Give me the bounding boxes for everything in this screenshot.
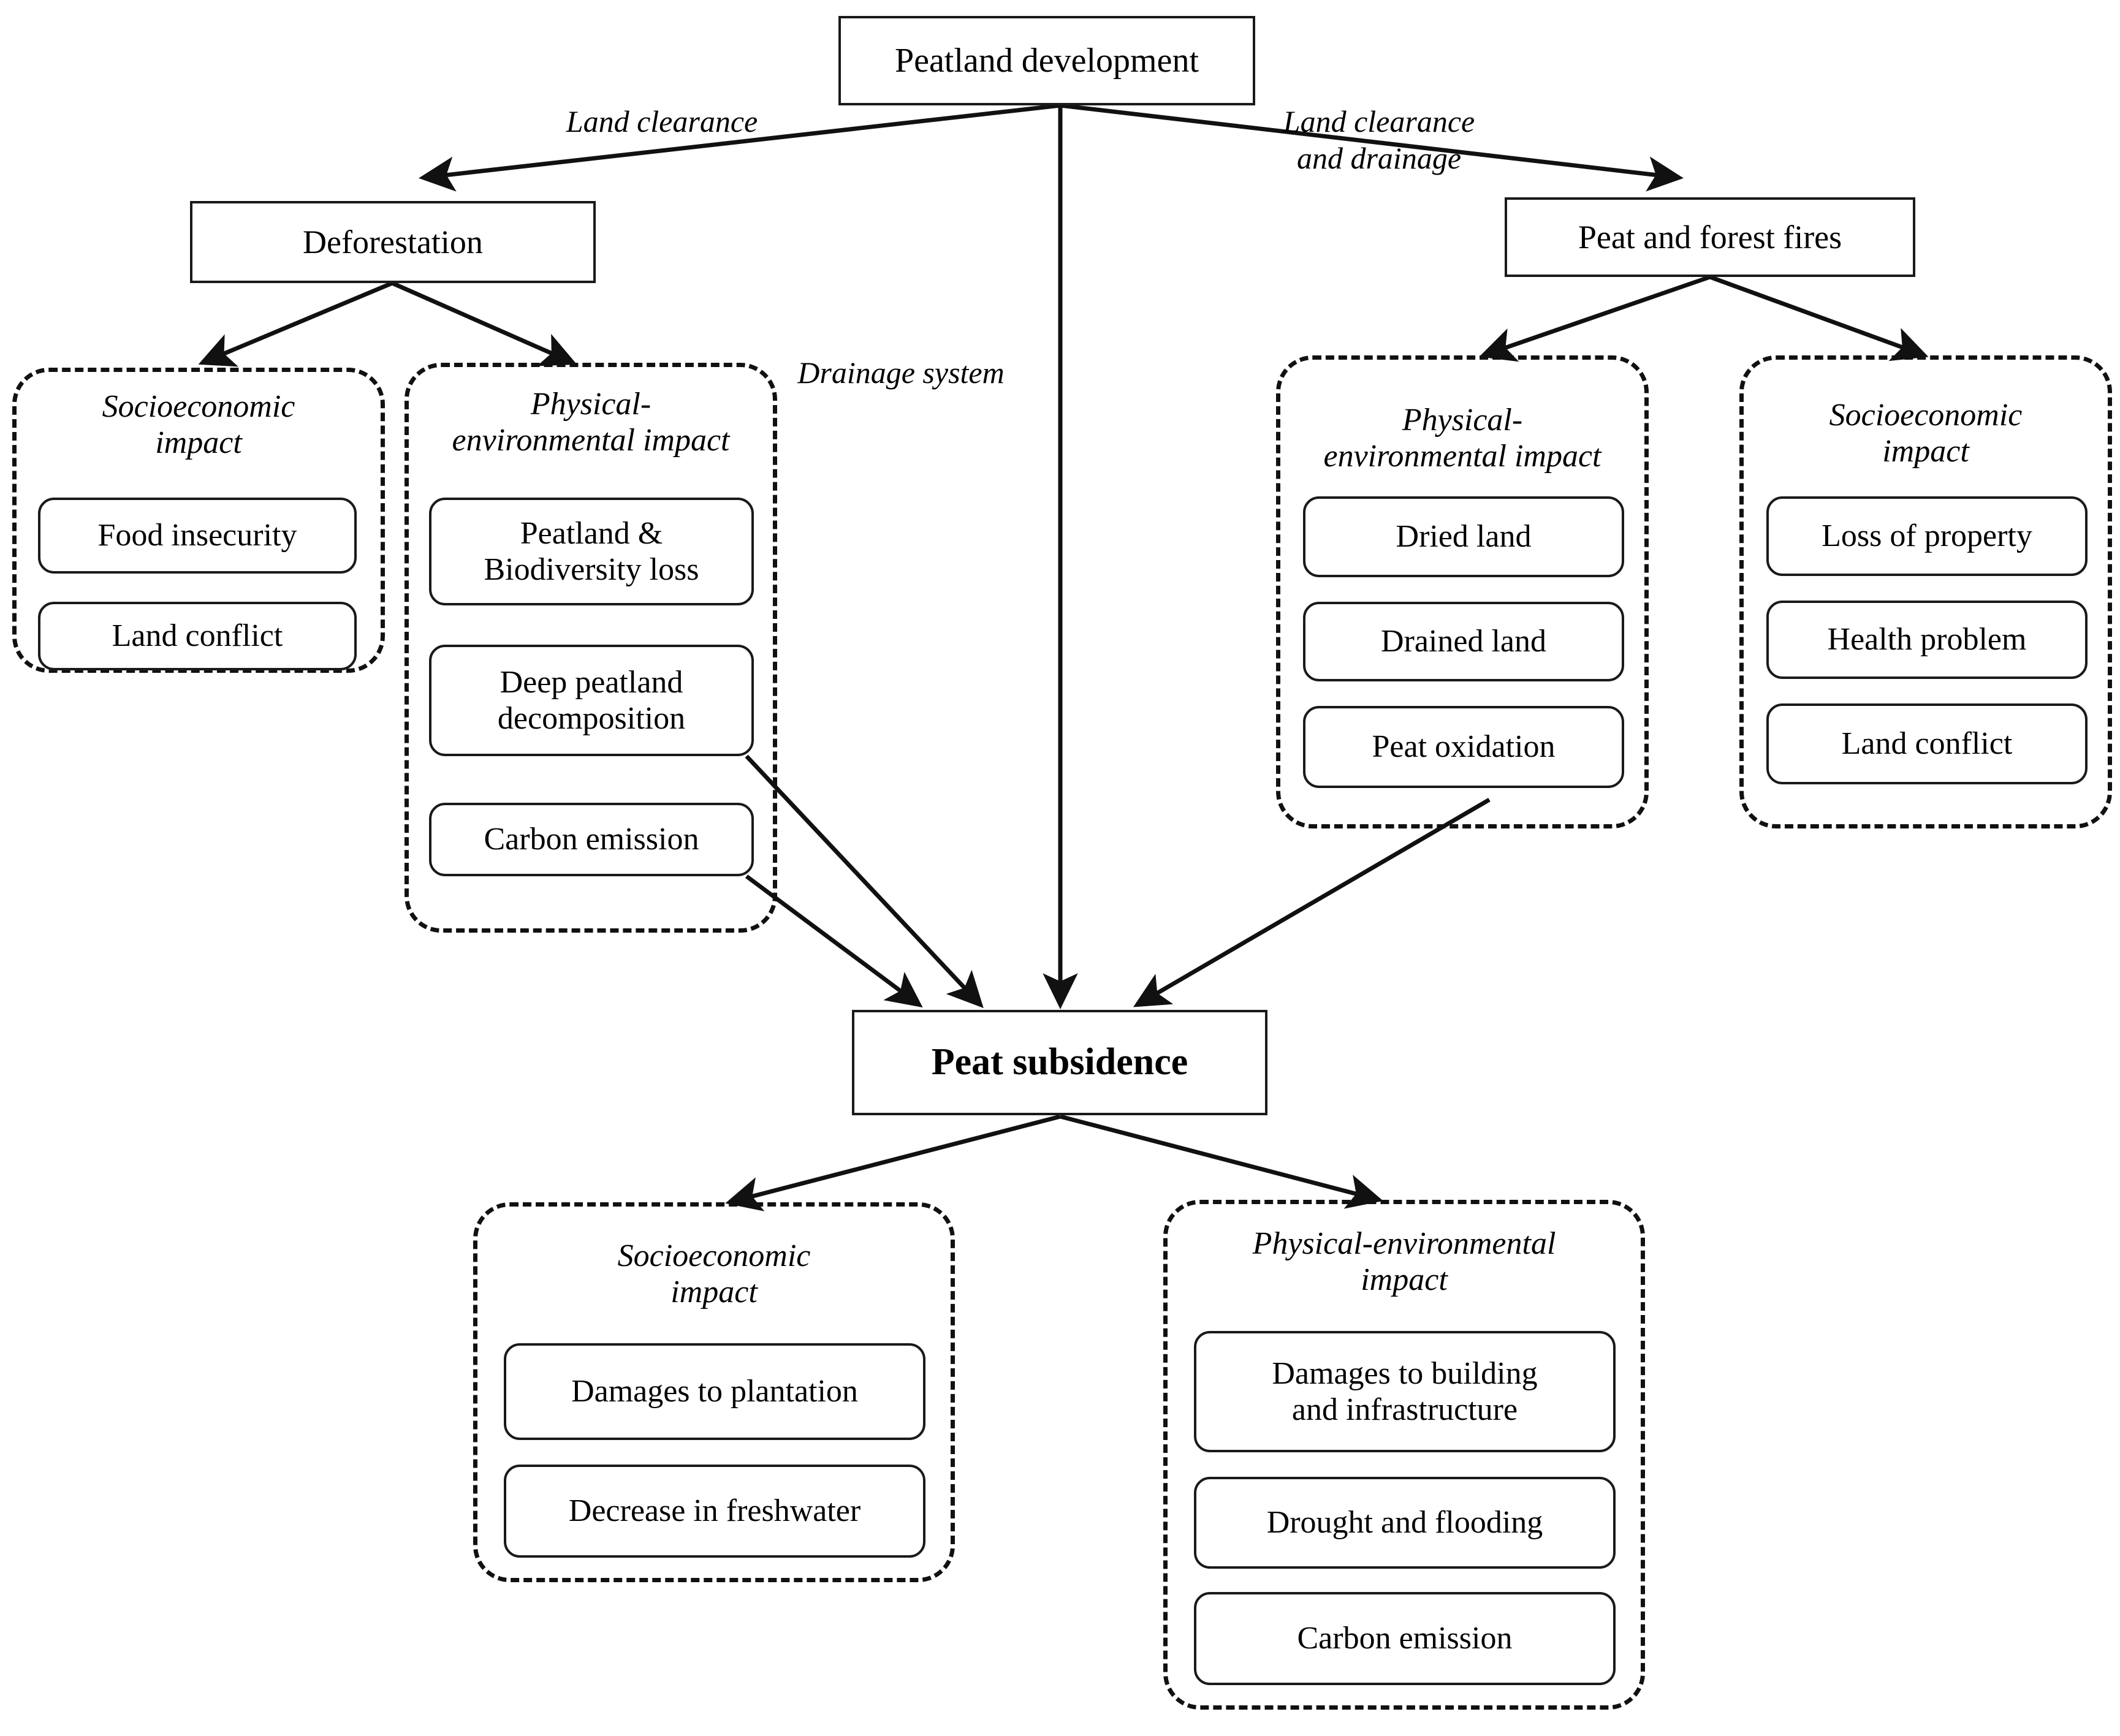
edge-deforestation-to-socioeconomic	[198, 281, 393, 367]
item-peat-oxidation[interactable]: Peat oxidation	[1303, 706, 1624, 788]
item-carbon-emission-subsidence[interactable]: Carbon emission	[1194, 1592, 1616, 1685]
group-subsidence-physical	[1163, 1200, 1645, 1710]
edge-subsidence-to-socioeconomic	[725, 1114, 1061, 1211]
item-drought-and-flooding[interactable]: Drought and flooding	[1194, 1477, 1616, 1569]
item-carbon-emission-deforestation[interactable]: Carbon emission	[429, 803, 754, 876]
group-deforestation-socioeconomic	[12, 368, 385, 673]
item-land-conflict-fires[interactable]: Land conflict	[1766, 703, 2088, 784]
edge-decomposition-to-subsidence	[745, 754, 984, 1009]
edge-label-land-clearance-drainage: Land clearance and drainage	[1283, 104, 1475, 175]
item-damages-to-plantation[interactable]: Damages to plantation	[504, 1343, 925, 1440]
node-peat-subsidence[interactable]: Peat subsidence	[852, 1010, 1267, 1115]
group-title-fires-physical: Physical- environmental impact	[1323, 403, 1601, 474]
group-title-fires-socioeconomic: Socioeconomic impact	[1829, 398, 2023, 469]
edge-label-drainage-system: Drainage system	[797, 355, 1005, 390]
group-title-deforestation-socioeconomic: Socioeconomic impact	[102, 389, 295, 461]
group-title-subsidence-physical: Physical-environmental impact	[1252, 1226, 1556, 1298]
group-title-deforestation-physical: Physical- environmental impact	[452, 387, 730, 458]
item-food-insecurity[interactable]: Food insecurity	[38, 498, 357, 574]
item-peatland-biodiversity-loss[interactable]: Peatland & Biodiversity loss	[429, 498, 754, 605]
group-deforestation-physical	[405, 363, 777, 933]
edge-oxidation-to-subsidence	[1133, 797, 1491, 1007]
node-deforestation[interactable]: Deforestation	[190, 201, 596, 283]
node-peat-and-forest-fires[interactable]: Peat and forest fires	[1505, 197, 1915, 277]
group-title-subsidence-socioeconomic: Socioeconomic impact	[617, 1238, 811, 1310]
edge-label-land-clearance: Land clearance	[566, 104, 758, 138]
edge-fires-to-physical	[1479, 275, 1711, 362]
edge-fires-to-socioeconomic	[1709, 275, 1929, 362]
item-deep-peatland-decomposition[interactable]: Deep peatland decomposition	[429, 645, 754, 756]
item-damages-to-building-and-infrastructure[interactable]: Damages to building and infrastructure	[1194, 1331, 1616, 1452]
item-decrease-in-freshwater[interactable]: Decrease in freshwater	[504, 1465, 925, 1558]
edge-subsidence-to-physical	[1060, 1114, 1383, 1209]
item-land-conflict-deforestation[interactable]: Land conflict	[38, 602, 357, 670]
item-loss-of-property[interactable]: Loss of property	[1766, 496, 2088, 576]
edge-deforestation-to-physical	[391, 281, 577, 366]
item-drained-land[interactable]: Drained land	[1303, 602, 1624, 681]
item-health-problem[interactable]: Health problem	[1766, 601, 2088, 679]
item-dried-land[interactable]: Dried land	[1303, 496, 1624, 577]
group-subsidence-socioeconomic	[473, 1202, 955, 1582]
node-peatland-development[interactable]: Peatland development	[838, 16, 1255, 105]
